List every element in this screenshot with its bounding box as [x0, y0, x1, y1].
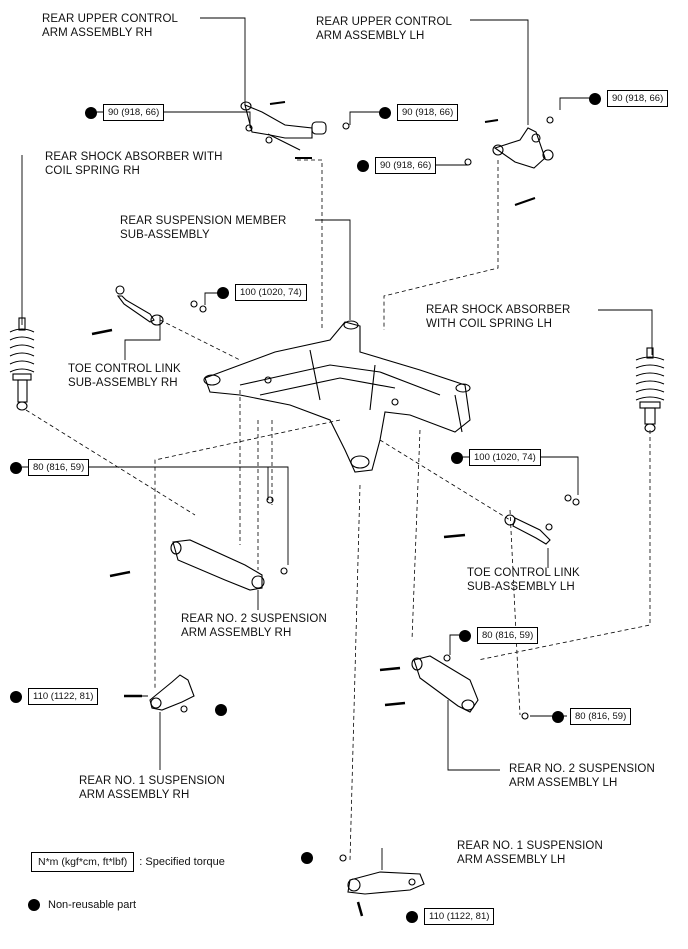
label-upper-control-arm-lh: REAR UPPER CONTROL ARM ASSEMBLY LH: [316, 16, 452, 42]
suspension-member: [203, 320, 471, 473]
torque-value: 80 (816, 59): [28, 459, 90, 476]
non-reusable-dot-icon: [85, 106, 97, 119]
alignment-lines: [25, 159, 651, 861]
no2-suspension-arm-rh: [109, 496, 288, 591]
label-no2-suspension-arm-rh: REAR NO. 2 SUSPENSION ARM ASSEMBLY RH: [181, 613, 327, 639]
legend-non-reusable: Non-reusable part: [28, 899, 136, 911]
label-shock-absorber-rh: REAR SHOCK ABSORBER WITH COIL SPRING RH: [45, 151, 223, 177]
torque-value: 90 (918, 66): [103, 104, 165, 121]
torque-callout: 80 (816, 59): [459, 627, 539, 644]
torque-callout: 90 (918, 66): [357, 157, 437, 174]
non-reusable-dot-icon: [215, 704, 227, 716]
non-reusable-dot-icon: [589, 92, 601, 105]
non-reusable-dot-icon: [301, 852, 313, 864]
non-reusable-dot-icon: [451, 451, 463, 464]
torque-value: 100 (1020, 74): [469, 449, 541, 466]
torque-callout: 80 (816, 59): [10, 459, 90, 476]
torque-value: 80 (816, 59): [570, 708, 632, 725]
torque-value: 110 (1122, 81): [424, 908, 495, 925]
torque-value: 90 (918, 66): [397, 104, 459, 121]
non-reusable-dot-icon: [10, 461, 22, 474]
legend-torque-description: : Specified torque: [139, 856, 225, 868]
torque-value: 80 (816, 59): [477, 627, 539, 644]
upper-control-arm-lh: [464, 116, 554, 206]
torque-callout: 90 (918, 66): [85, 104, 165, 121]
torque-callout: 100 (1020, 74): [217, 284, 307, 301]
label-shock-absorber-lh: REAR SHOCK ABSORBER WITH COIL SPRING LH: [426, 304, 571, 330]
torque-callout: 110 (1122, 81): [10, 688, 99, 705]
shock-absorber-lh: [635, 347, 665, 433]
torque-value: 110 (1122, 81): [28, 688, 99, 705]
torque-callout: 80 (816, 59): [552, 708, 632, 725]
non-reusable-dot-icon: [28, 899, 40, 911]
no2-suspension-arm-lh: [379, 654, 529, 720]
leader-lines: [21, 17, 653, 870]
no1-suspension-arm-lh: [339, 854, 425, 917]
label-no2-suspension-arm-lh: REAR NO. 2 SUSPENSION ARM ASSEMBLY LH: [509, 763, 655, 789]
non-reusable-dot-icon: [10, 690, 22, 703]
no1-suspension-arm-rh: [124, 674, 195, 713]
torque-callout: 110 (1122, 81): [406, 908, 495, 925]
torque-callout: 90 (918, 66): [379, 104, 459, 121]
upper-control-arm-rh: [240, 101, 350, 159]
non-reusable-dot-icon: [406, 910, 418, 923]
torque-value: 90 (918, 66): [607, 90, 669, 107]
label-toe-control-link-lh: TOE CONTROL LINK SUB-ASSEMBLY LH: [467, 567, 580, 593]
label-upper-control-arm-rh: REAR UPPER CONTROL ARM ASSEMBLY RH: [42, 13, 178, 39]
torque-callout: 90 (918, 66): [589, 90, 669, 107]
label-toe-control-link-rh: TOE CONTROL LINK SUB-ASSEMBLY RH: [68, 363, 181, 389]
non-reusable-dot-icon: [459, 629, 471, 642]
label-suspension-member: REAR SUSPENSION MEMBER SUB-ASSEMBLY: [120, 215, 287, 241]
toe-control-link-rh: [91, 285, 207, 336]
legend-non-reusable-description: Non-reusable part: [48, 899, 137, 911]
toe-control-link-lh: [443, 494, 580, 545]
non-reusable-dot-icon: [217, 286, 229, 299]
shock-absorber-rh: [9, 317, 35, 411]
legend-torque-unit-box: N*m (kgf*cm, ft*lbf): [31, 852, 135, 872]
non-reusable-dot-icon: [379, 106, 391, 119]
torque-value: 100 (1020, 74): [235, 284, 307, 301]
label-no1-suspension-arm-rh: REAR NO. 1 SUSPENSION ARM ASSEMBLY RH: [79, 775, 225, 801]
non-reusable-dot-icon: [357, 159, 369, 172]
legend-torque: N*m (kgf*cm, ft*lbf) : Specified torque: [31, 852, 225, 872]
non-reusable-dot-icon: [552, 710, 564, 723]
torque-callout: 100 (1020, 74): [451, 449, 541, 466]
label-no1-suspension-arm-lh: REAR NO. 1 SUSPENSION ARM ASSEMBLY LH: [457, 840, 603, 866]
torque-value: 90 (918, 66): [375, 157, 437, 174]
